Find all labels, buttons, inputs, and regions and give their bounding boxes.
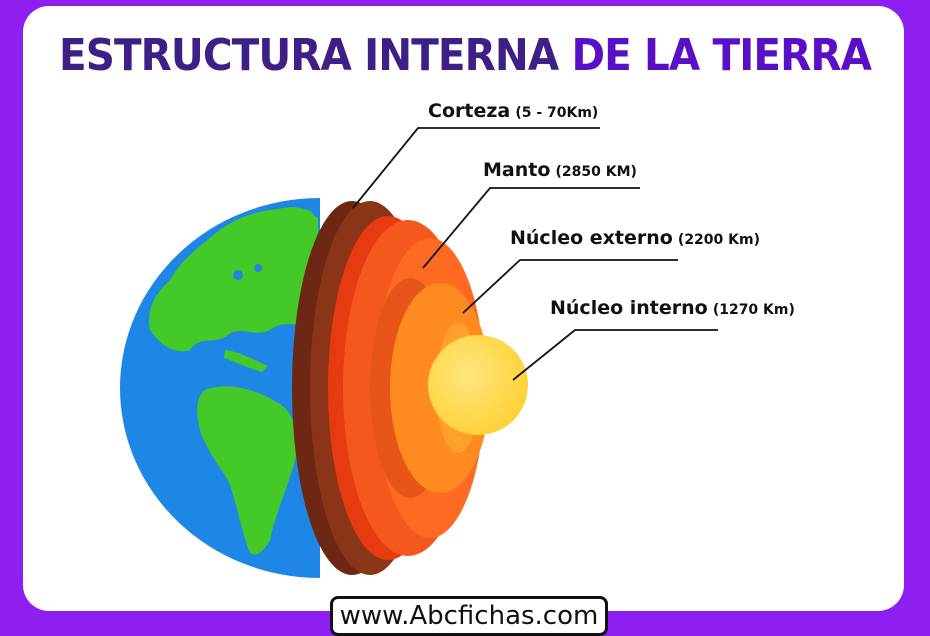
label-name: Núcleo externo (510, 227, 673, 249)
continent-caribbean (224, 350, 268, 372)
label-name: Corteza (428, 100, 511, 122)
inner-core (428, 335, 528, 435)
leader-line-nucleo-interno (512, 329, 718, 381)
continent-greenland (272, 207, 318, 229)
page-title: ESTRUCTURA INTERNA DE LA TIERRA (37, 26, 893, 86)
label-name: Manto (483, 159, 551, 181)
label-name: Núcleo interno (550, 297, 708, 319)
earth-globe (120, 198, 320, 578)
leader-line-nucleo-externo (462, 259, 678, 314)
website-footer[interactable]: www.Abcfichas.com (330, 596, 608, 636)
label-nucleo-externo: Núcleo externo (2200 Km) (510, 227, 760, 249)
title-part-1: ESTRUCTURA INTERNA (59, 30, 559, 81)
leader-line-manto (422, 187, 640, 269)
title-part-2: DE LA TIERRA (571, 30, 871, 81)
earth-diagram (120, 127, 718, 578)
continent-north-america (149, 208, 318, 352)
lake (233, 270, 243, 280)
label-nucleo-interno: Núcleo interno (1270 Km) (550, 297, 795, 319)
label-manto: Manto (2850 KM) (483, 159, 637, 181)
label-value: (2850 KM) (555, 164, 637, 180)
lake (254, 264, 262, 272)
label-value: (2200 Km) (677, 232, 760, 248)
leader-line-corteza (352, 127, 600, 209)
label-corteza: Corteza (5 - 70Km) (428, 100, 598, 122)
continent-south-america (197, 386, 298, 555)
label-value: (5 - 70Km) (515, 105, 599, 121)
label-value: (1270 Km) (712, 302, 795, 318)
